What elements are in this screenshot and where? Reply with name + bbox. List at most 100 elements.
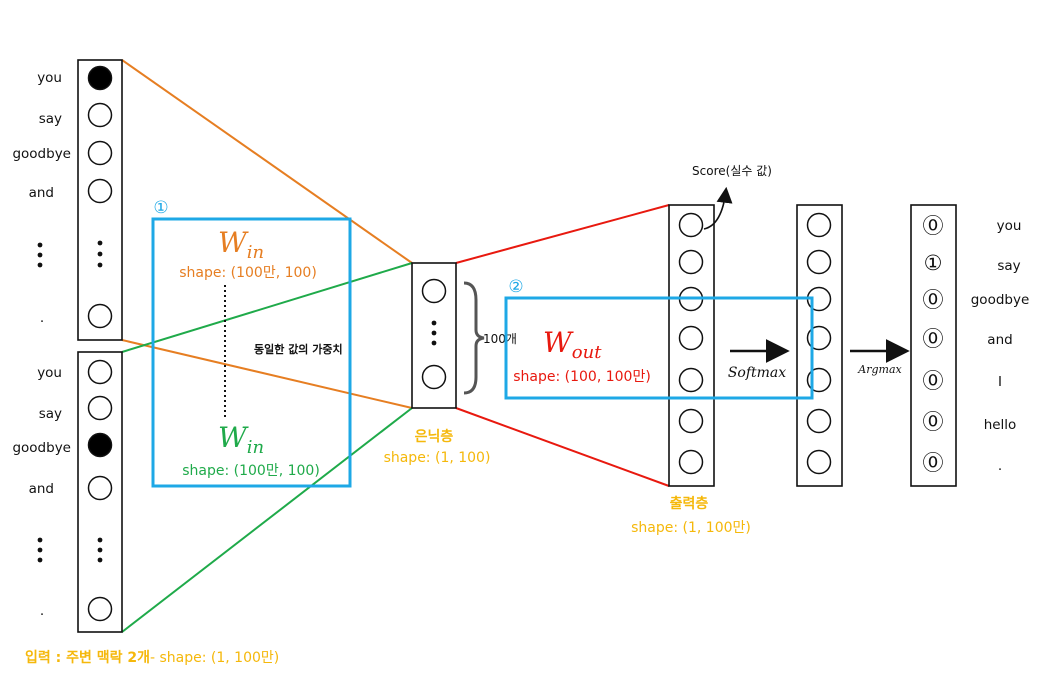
bottom-input-to-hidden-upper xyxy=(121,262,413,353)
neuron-and xyxy=(87,178,113,204)
output-neuron xyxy=(678,325,704,351)
neuron-say xyxy=(87,102,113,128)
final-value: ① xyxy=(924,251,943,275)
output-word-label: say xyxy=(997,258,1020,274)
ellipsis-dot xyxy=(97,537,103,543)
w-in-bottom-shape: shape: (100만, 100) xyxy=(182,463,320,479)
output-word-label: . xyxy=(998,458,1002,474)
marker-1: ① xyxy=(153,198,168,218)
neuron-say xyxy=(87,395,113,421)
neuron-period xyxy=(87,303,113,329)
output-neuron xyxy=(678,449,704,475)
w-out-sub: out xyxy=(572,342,602,363)
ellipsis-dot xyxy=(431,330,437,336)
score-arrow xyxy=(703,186,733,230)
neuron-and xyxy=(87,475,113,501)
word-label: goodbye xyxy=(12,146,71,162)
neuron-you xyxy=(87,359,113,385)
final-value: ⓪ xyxy=(923,327,944,351)
hidden-count-label: 100개 xyxy=(483,332,517,346)
word-label: goodbye xyxy=(12,440,71,456)
hidden-to-output-lower xyxy=(455,407,670,487)
output-word-label: and xyxy=(987,332,1012,348)
final-value: ⓪ xyxy=(923,451,944,475)
word-label: say xyxy=(39,111,62,127)
ellipsis-dot xyxy=(431,320,437,326)
w-out-shape: shape: (100, 100만) xyxy=(513,369,651,385)
output-neuron xyxy=(678,408,704,434)
w-in-highlight-box xyxy=(151,217,352,488)
input-top-neurons xyxy=(87,65,113,329)
word-label: you xyxy=(37,365,62,381)
final-value: ⓪ xyxy=(923,288,944,312)
bottom-input-to-hidden-lower xyxy=(121,407,413,633)
word-label: . xyxy=(40,310,44,326)
hidden-shape: shape: (1, 100) xyxy=(384,450,491,466)
output-title: 출력층 xyxy=(670,495,709,512)
neuron-goodbye-onehot xyxy=(87,432,113,458)
input-caption-shape: - shape: (1, 100만) xyxy=(150,650,279,666)
ellipsis-dot xyxy=(97,547,103,553)
final-words: you say goodbye and I hello . xyxy=(971,218,1030,474)
w-out-symbol: Wout xyxy=(543,326,602,363)
output-shape: shape: (1, 100만) xyxy=(631,520,751,536)
argmax-label: Argmax xyxy=(857,363,902,376)
input-bottom-neurons xyxy=(87,359,113,622)
output-neurons xyxy=(678,212,704,475)
neuron-period xyxy=(87,596,113,622)
ellipsis-dot xyxy=(97,251,103,257)
output-neuron xyxy=(678,212,704,238)
neuron-goodbye xyxy=(87,140,113,166)
word-label: say xyxy=(39,406,62,422)
w-in-bottom-symbol: Win xyxy=(218,421,264,458)
ellipsis-dot xyxy=(37,537,43,543)
softmax-label: Softmax xyxy=(728,365,786,381)
ellipsis-dot xyxy=(37,252,43,258)
top-input-to-hidden-upper xyxy=(121,59,413,264)
final-value: ⓪ xyxy=(923,369,944,393)
word-label: you xyxy=(37,70,62,86)
word-label: and xyxy=(29,185,54,201)
word-label: . xyxy=(40,603,44,619)
input-caption-title: 입력 : 주변 맥락 2개 xyxy=(25,649,150,666)
output-neuron xyxy=(678,367,704,393)
final-value: ⓪ xyxy=(923,214,944,238)
output-neuron xyxy=(678,249,704,275)
hidden-neuron xyxy=(421,364,447,390)
output-word-label: you xyxy=(997,218,1022,234)
hidden-to-output-upper xyxy=(455,204,670,264)
final-values: ⓪ ① ⓪ ⓪ ⓪ ⓪ ⓪ xyxy=(923,214,944,475)
neuron-you-onehot xyxy=(87,65,113,91)
ellipsis-dot xyxy=(97,262,103,268)
input-caption: 입력 : 주변 맥락 2개- shape: (1, 100만) xyxy=(25,649,279,666)
input-top-labels: you say goodbye and . xyxy=(12,70,71,326)
w-in-main: W xyxy=(218,421,249,454)
shared-weight-note: 동일한 값의 가중치 xyxy=(254,342,343,356)
w-out-main: W xyxy=(543,326,574,359)
w-in-top-shape: shape: (100만, 100) xyxy=(179,265,317,281)
input-bottom-labels: you say goodbye and . xyxy=(12,365,71,619)
word-label: and xyxy=(29,481,54,497)
hidden-title: 은닉층 xyxy=(415,429,454,445)
ellipsis-dot xyxy=(431,340,437,346)
w-in-main: W xyxy=(218,226,249,259)
output-word-label: hello xyxy=(984,417,1017,433)
w-in-sub: in xyxy=(247,437,264,458)
ellipsis-dot xyxy=(37,262,43,268)
ellipsis-dot xyxy=(37,547,43,553)
marker-2: ② xyxy=(508,277,523,297)
score-note: Score(실수 값) xyxy=(692,164,772,178)
softmax-neuron xyxy=(806,408,832,434)
ellipsis-dot xyxy=(37,557,43,563)
ellipsis-dot xyxy=(37,242,43,248)
hidden-count-brace xyxy=(463,281,485,395)
softmax-neuron xyxy=(806,449,832,475)
softmax-neuron xyxy=(806,249,832,275)
w-in-sub: in xyxy=(247,242,264,263)
output-word-label: goodbye xyxy=(971,292,1030,308)
top-input-to-hidden-lower xyxy=(121,339,413,409)
w-out-highlight-box xyxy=(504,296,814,400)
output-word-label: I xyxy=(998,374,1002,390)
ellipsis-dot xyxy=(97,240,103,246)
